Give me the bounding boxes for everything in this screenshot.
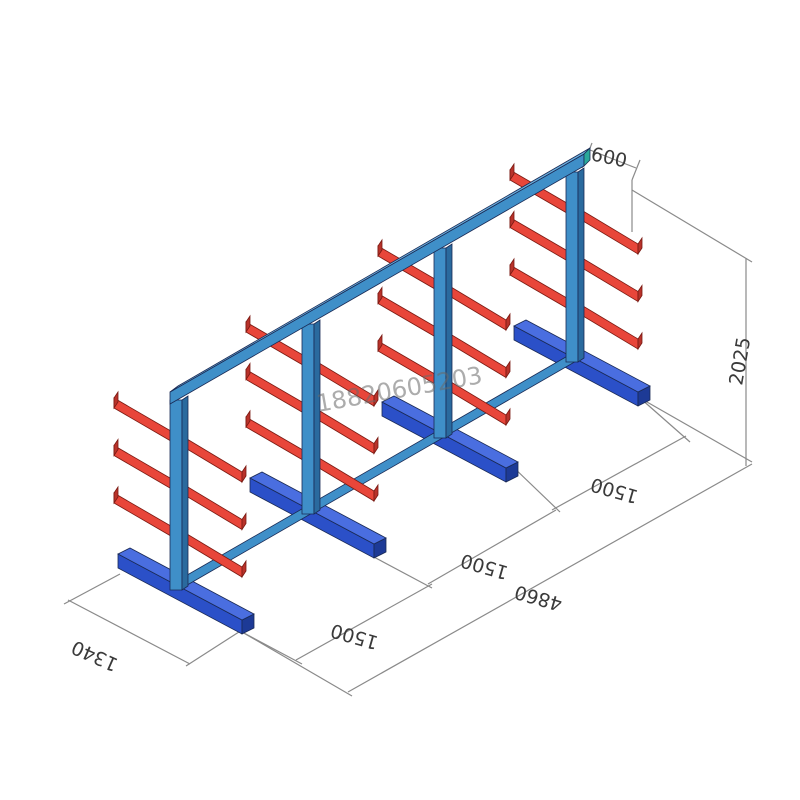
arm-left-0-0 <box>113 492 177 540</box>
arm-left-tip-1-0 <box>245 409 251 429</box>
dim-2025-top-ext <box>631 189 753 263</box>
arm-right-tip-3-0 <box>637 331 643 351</box>
dim-bay1-ext-b <box>371 555 433 589</box>
dim-1340-ext-a <box>63 573 121 605</box>
upright-side-3 <box>577 167 585 363</box>
upright-side-0 <box>181 395 189 591</box>
arm-right-tip-1-1 <box>373 436 379 455</box>
upright-front-2 <box>433 247 447 439</box>
arm-left-0-1 <box>113 444 177 493</box>
dim-4860-label: 4860 <box>512 580 565 614</box>
dim-1340-label: 1340 <box>68 636 121 676</box>
upright-front-3 <box>565 171 579 363</box>
arm-right-tip-2-0 <box>505 407 511 427</box>
dim-600-line <box>589 149 637 169</box>
dim-bay2-line <box>427 509 557 585</box>
arm-right-2-2 <box>445 283 507 331</box>
arm-right-0-2 <box>181 435 243 483</box>
arm-right-tip-2-1 <box>505 360 511 379</box>
arm-left-3-1 <box>509 216 573 265</box>
arm-left-tip-0-2 <box>113 390 119 410</box>
dim-bay2-label: 1500 <box>458 549 511 583</box>
dim-2025-label: 2025 <box>725 335 755 386</box>
arm-left-tip-3-2 <box>509 162 515 182</box>
arm-right-3-0 <box>577 302 639 350</box>
dim-1340-line <box>67 599 191 665</box>
arm-left-tip-3-1 <box>509 210 515 229</box>
upright-front-1 <box>301 323 315 515</box>
dim-600-label: 600 <box>589 143 629 172</box>
arm-left-tip-0-0 <box>113 485 119 505</box>
arm-left-tip-1-1 <box>245 362 251 381</box>
arm-left-tip-2-0 <box>377 333 383 353</box>
dim-1340-ext-b <box>185 629 243 667</box>
arm-left-1-1 <box>245 368 309 417</box>
arm-left-2-1 <box>377 292 441 341</box>
arm-left-tip-1-2 <box>245 314 251 334</box>
upright-front-0 <box>169 399 183 591</box>
arm-right-tip-1-2 <box>373 388 379 408</box>
dim-600-ext-right <box>631 159 641 181</box>
dim-4860-line <box>347 463 753 693</box>
arm-left-tip-3-0 <box>509 257 515 277</box>
dim-2025-bottom-ext <box>639 397 753 463</box>
dim-bay1-label: 1500 <box>328 619 381 653</box>
dim-4860-ext-a <box>241 631 353 697</box>
arm-right-tip-3-1 <box>637 284 643 303</box>
dim-bay3-line <box>551 435 687 511</box>
top-beam-cap <box>583 147 591 167</box>
dim-bay3-label: 1500 <box>588 473 641 507</box>
upright-side-1 <box>313 319 321 515</box>
arm-right-tip-0-2 <box>241 464 247 484</box>
arm-left-1-0 <box>245 416 309 464</box>
arm-right-tip-0-0 <box>241 559 247 579</box>
arm-left-3-0 <box>509 264 573 312</box>
arm-right-tip-2-2 <box>505 312 511 332</box>
rack-structure <box>113 147 651 635</box>
arm-left-0-2 <box>113 397 177 445</box>
upright-side-2 <box>445 243 453 439</box>
arm-right-3-2 <box>577 207 639 255</box>
arm-left-tip-2-2 <box>377 238 383 258</box>
dim-bay3-ext <box>639 397 691 443</box>
top-beam-top <box>169 147 591 393</box>
arm-right-tip-1-0 <box>373 483 379 503</box>
arm-right-tip-3-2 <box>637 236 643 256</box>
arm-left-tip-2-1 <box>377 286 383 305</box>
arm-right-0-1 <box>181 482 243 531</box>
arm-right-tip-0-1 <box>241 512 247 531</box>
arm-left-tip-0-1 <box>113 438 119 457</box>
dim-bay1-line <box>295 583 433 661</box>
arm-right-3-1 <box>577 254 639 303</box>
